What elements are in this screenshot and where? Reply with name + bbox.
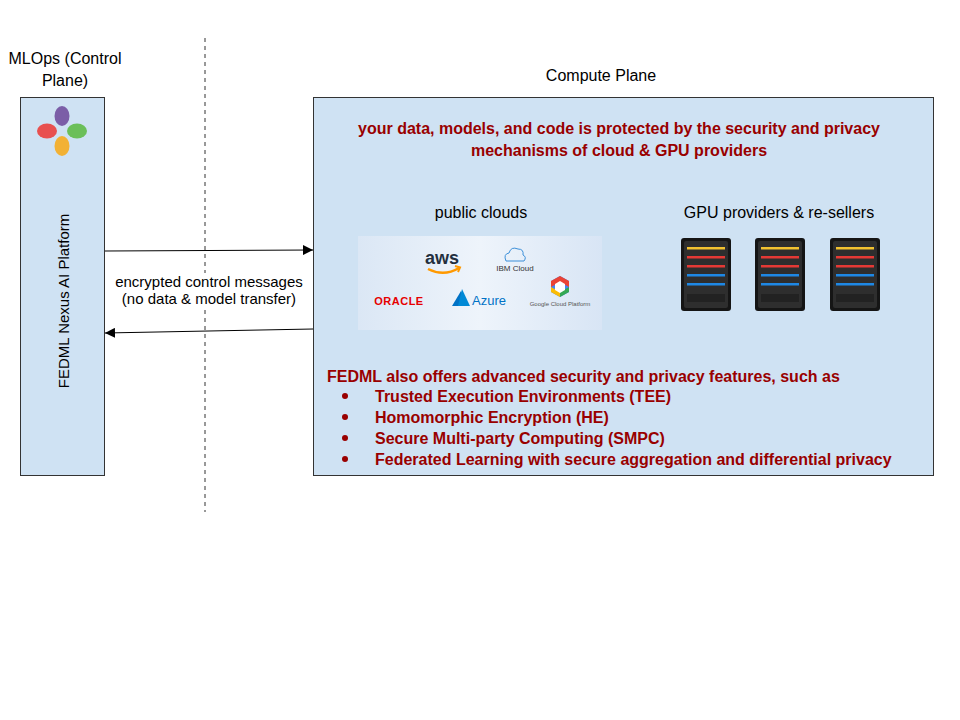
logo-petal <box>55 136 70 156</box>
bullet-dot <box>342 435 348 441</box>
feature-item: Trusted Execution Environments (TEE) <box>375 386 671 407</box>
bullet-dot <box>342 393 348 399</box>
cloud-logo-text: IBM Cloud <box>480 264 550 274</box>
text-slot: aws <box>412 248 472 268</box>
control-arrow <box>105 329 313 333</box>
aws-smile <box>428 268 459 273</box>
text-slot: FEDML also offers advanced security and … <box>327 366 840 387</box>
plane-heading: MLOps (Control Plane) <box>5 48 125 92</box>
plane-heading: Compute Plane <box>461 65 741 87</box>
cloud-logo-text: Google Cloud Platform <box>520 300 600 308</box>
bullet-dot <box>342 414 348 420</box>
text-slot: Compute Plane <box>461 65 741 87</box>
edge-label: encrypted control messages (no data & mo… <box>107 273 311 307</box>
control-arrow <box>105 250 313 251</box>
google-cloud-icon <box>551 276 569 297</box>
text-slot: GPU providers & re-sellers <box>649 203 909 223</box>
cloud-logo-text: ORACLE <box>359 295 439 308</box>
text-slot: Secure Multi-party Computing (SMPC) <box>375 428 665 449</box>
cloud-logo-panel <box>358 236 602 330</box>
server-icon <box>681 238 731 311</box>
cloud-logo-text: Azure <box>464 293 514 308</box>
text-slot: public clouds <box>401 203 561 223</box>
server-icon <box>830 238 880 311</box>
text-slot: Trusted Execution Environments (TEE) <box>375 386 671 407</box>
logo-petal <box>37 124 57 139</box>
text-slot: Azure <box>464 293 514 308</box>
google-cloud-icon <box>555 281 565 293</box>
azure-icon <box>458 289 470 306</box>
feature-intro: FEDML also offers advanced security and … <box>327 366 840 387</box>
text-slot: encrypted control messages (no data & mo… <box>107 273 311 307</box>
text-slot: ORACLE <box>359 295 439 308</box>
text-slot: Google Cloud Platform <box>520 300 600 308</box>
text-slot: Federated Learning with secure aggregati… <box>375 449 892 470</box>
group-heading: GPU providers & re-sellers <box>649 203 909 223</box>
platform-name: FEDML Nexus AI Platform <box>55 214 73 389</box>
logo-petal <box>67 124 87 139</box>
bullet-dot <box>342 456 348 462</box>
group-heading: public clouds <box>401 203 561 223</box>
text-slot: your data, models, and code is protected… <box>334 118 904 162</box>
feature-item: Homomorphic Encryption (HE) <box>375 407 609 428</box>
text-slot: MLOps (Control Plane) <box>5 48 125 92</box>
logo-petal <box>55 106 70 126</box>
cloud-logo-text: aws <box>412 248 472 268</box>
text-slot: IBM Cloud <box>480 264 550 274</box>
server-icon <box>755 238 805 311</box>
feature-item: Federated Learning with secure aggregati… <box>375 449 892 470</box>
text-slot: Homomorphic Encryption (HE) <box>375 407 609 428</box>
ibm-cloud-icon <box>505 248 525 261</box>
security-note: your data, models, and code is protected… <box>334 118 904 162</box>
feature-item: Secure Multi-party Computing (SMPC) <box>375 428 665 449</box>
